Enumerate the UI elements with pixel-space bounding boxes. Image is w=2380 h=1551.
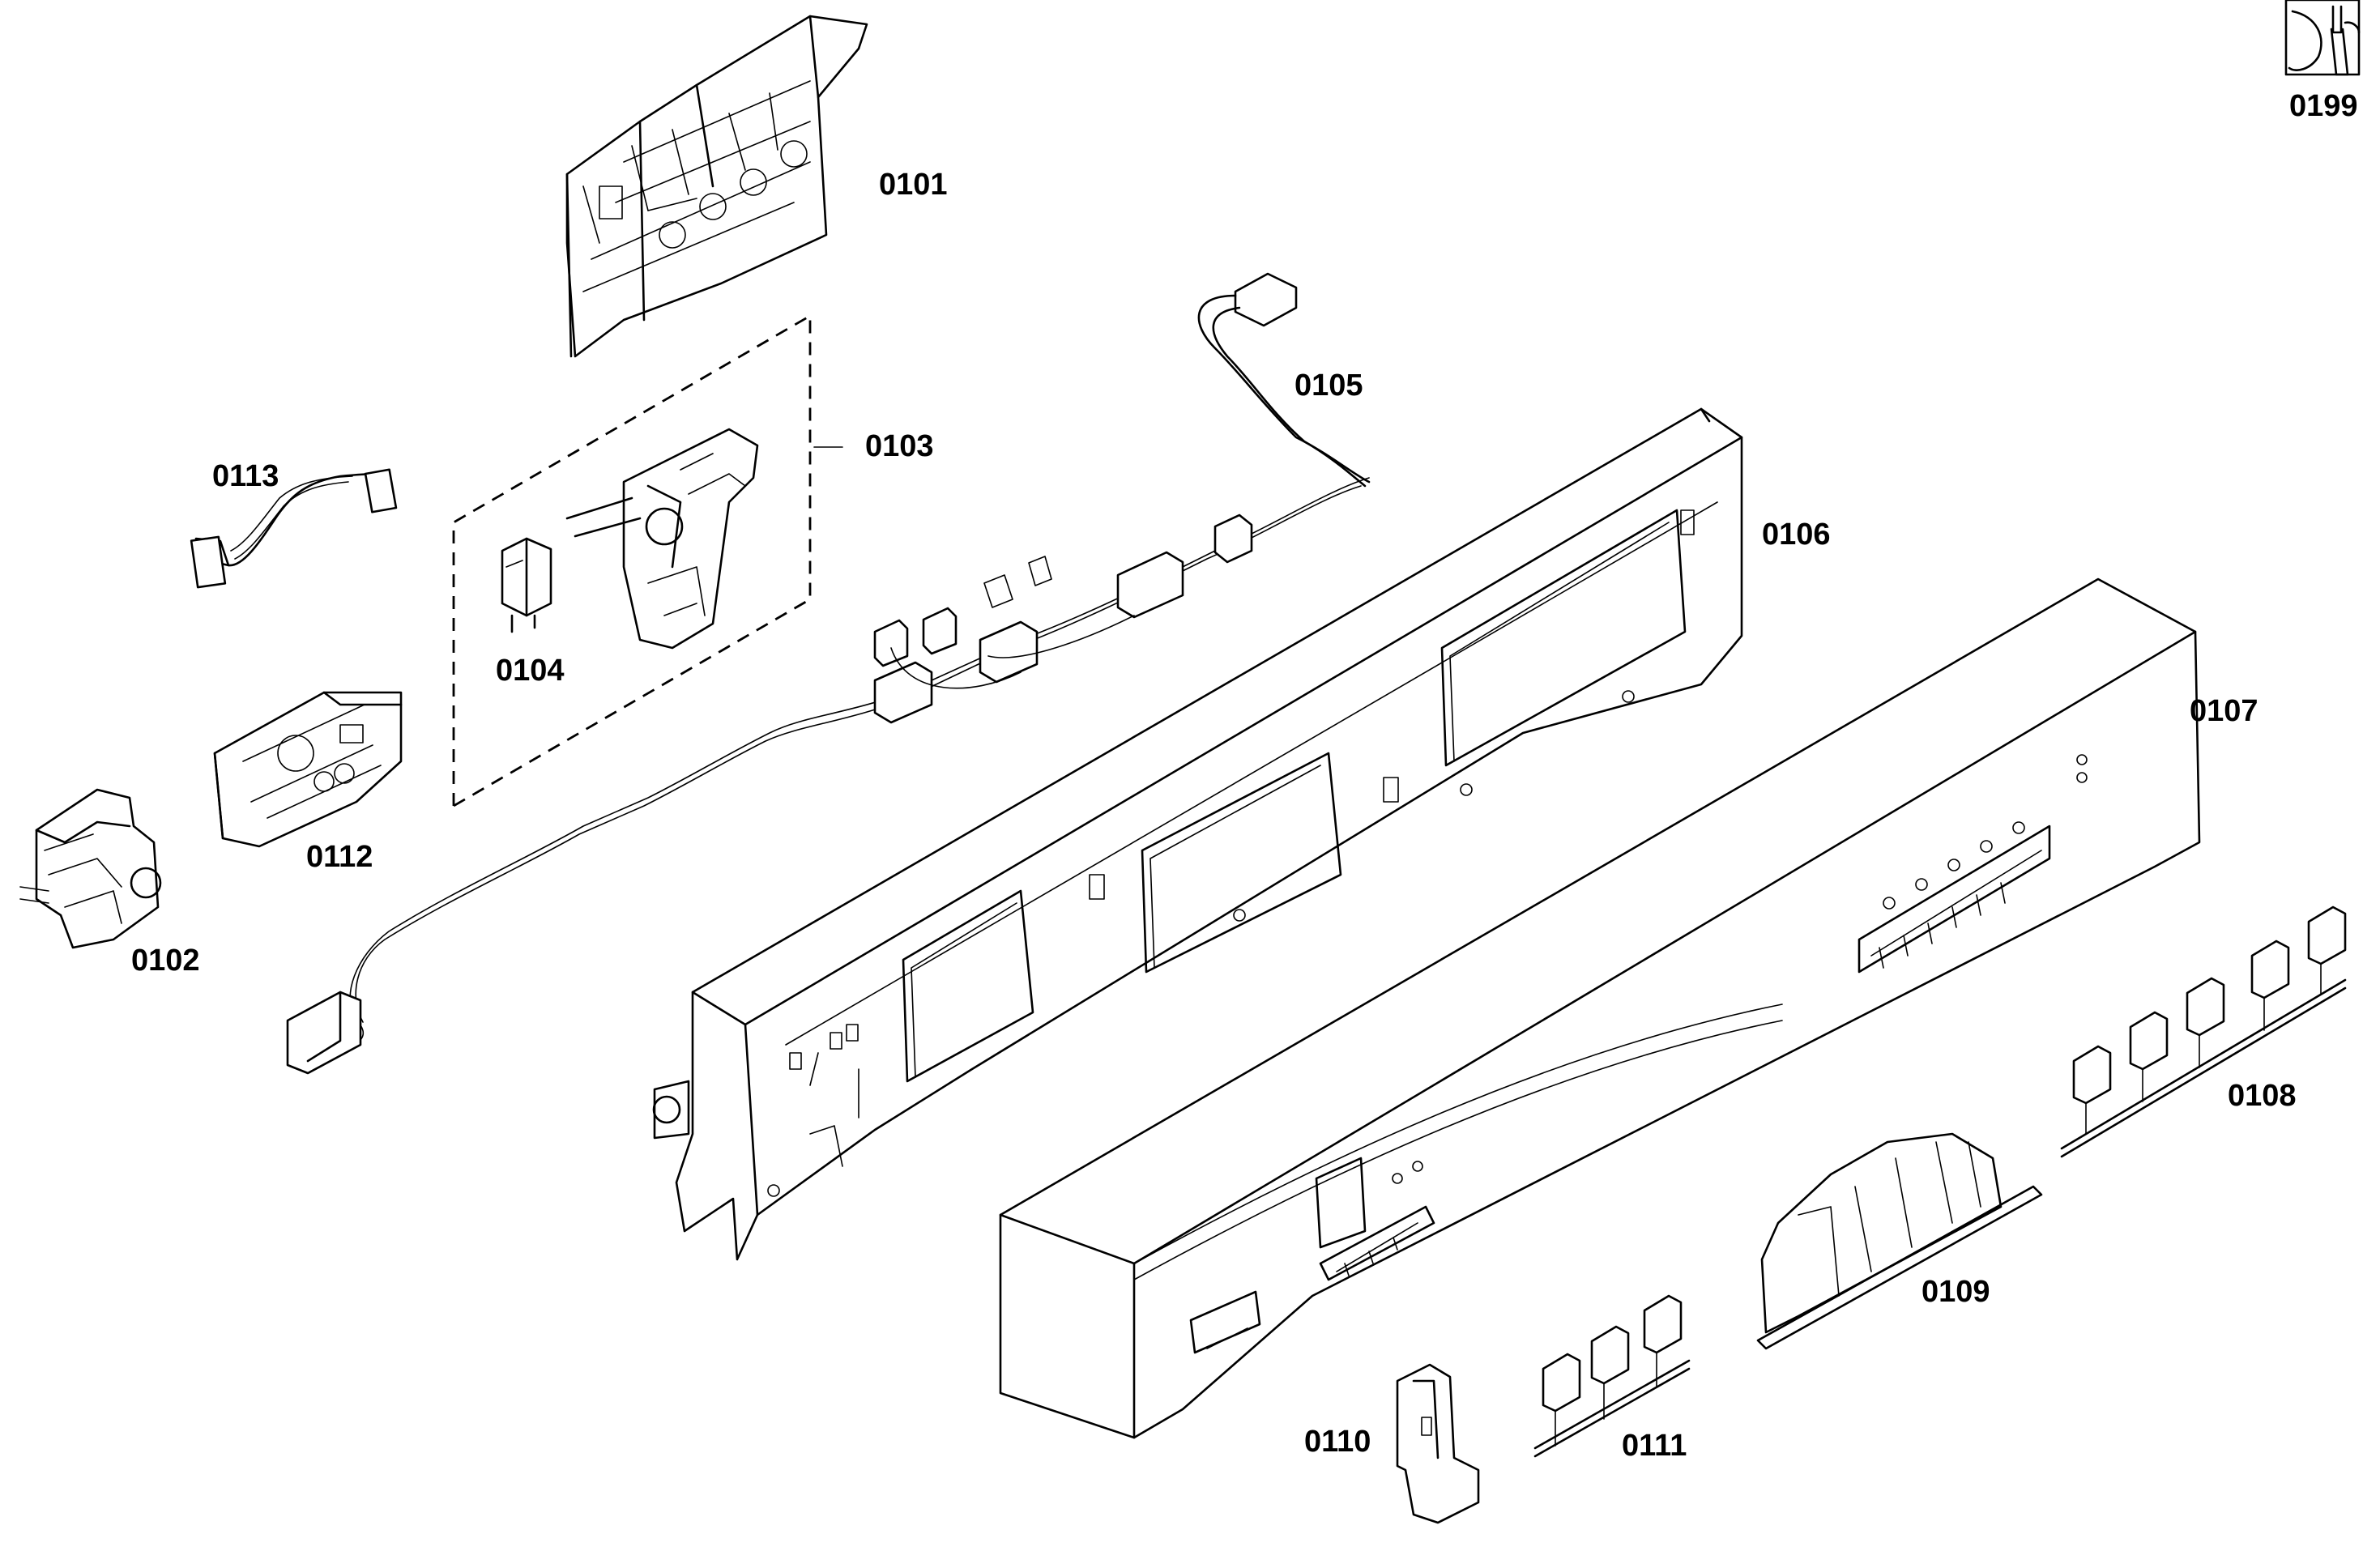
part-0105-wire-harness[interactable] <box>286 272 1371 1075</box>
part-0103-assembly-group[interactable] <box>452 313 843 808</box>
part-0107-front-panel[interactable] <box>999 577 2201 1439</box>
part-0111-button-strip[interactable] <box>1533 1294 1691 1458</box>
label-0112: 0112 <box>306 840 373 874</box>
label-0102: 0102 <box>131 944 200 978</box>
part-0102-door-switch[interactable] <box>19 788 162 949</box>
part-0104-component[interactable] <box>501 537 552 633</box>
label-0108: 0108 <box>2228 1079 2297 1113</box>
label-0106: 0106 <box>1762 518 1831 552</box>
label-0109: 0109 <box>1921 1275 1990 1309</box>
part-0108-button-strip[interactable] <box>2060 905 2347 1158</box>
label-0105: 0105 <box>1294 369 1363 403</box>
part-0110-clip[interactable] <box>1396 1363 1480 1524</box>
part-0106-panel-frame[interactable] <box>652 407 1743 1261</box>
label-0199: 0199 <box>2289 89 2358 123</box>
label-0101: 0101 <box>879 168 948 202</box>
part-0103-switch-assembly[interactable] <box>565 428 759 650</box>
part-0112-electronic-module[interactable] <box>213 691 403 848</box>
part-0101-control-module[interactable] <box>565 15 868 358</box>
service-wrench-icon[interactable] <box>2284 0 2361 76</box>
label-0107: 0107 <box>2190 694 2258 728</box>
label-0103: 0103 <box>865 429 934 463</box>
part-0109-display-cover[interactable] <box>1756 1132 2043 1350</box>
label-0113: 0113 <box>212 459 279 493</box>
label-0111: 0111 <box>1622 1429 1687 1463</box>
label-0110: 0110 <box>1304 1425 1371 1459</box>
part-0113-ribbon-cable[interactable] <box>190 468 398 589</box>
label-0104: 0104 <box>496 654 565 688</box>
